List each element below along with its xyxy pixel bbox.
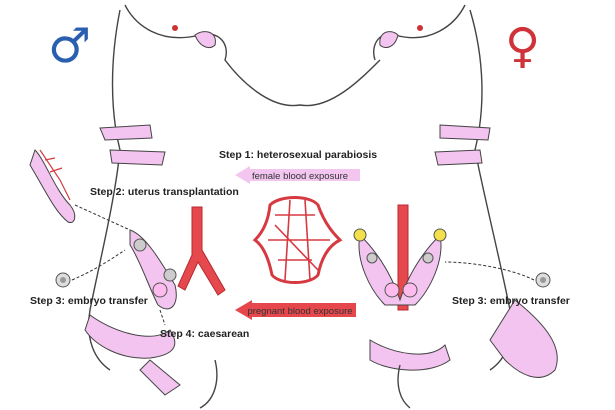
female-uterus xyxy=(353,204,447,311)
step3-left-label: Step 3: embryo transfer xyxy=(30,295,148,307)
placenta-network xyxy=(252,196,343,284)
male-symbol: ♂ xyxy=(48,18,91,74)
female-rat xyxy=(369,4,558,409)
pregnant-blood-arrow: pregnant blood exposure xyxy=(235,300,356,320)
step1-label: Step 1: heterosexual parabiosis xyxy=(219,149,377,161)
step3-right-label: Step 3: embryo transfer xyxy=(452,295,570,307)
aorta-vessel xyxy=(177,206,226,296)
embryo-right xyxy=(444,261,551,288)
caesarean-arrow xyxy=(159,309,166,326)
female-symbol: ♀ xyxy=(505,18,540,74)
transplanted-uterus xyxy=(129,229,177,310)
transplant-arrow xyxy=(74,204,131,231)
donor-uterus xyxy=(29,149,76,224)
male-rat xyxy=(84,4,381,409)
step4-label: Step 4: caesarean xyxy=(160,328,249,340)
embryo-left xyxy=(55,249,126,288)
female-blood-arrow: female blood exposure xyxy=(235,166,360,184)
female-blood-label: female blood exposure xyxy=(252,171,348,182)
pregnant-blood-label: pregnant blood exposure xyxy=(247,306,352,317)
step2-label: Step 2: uterus transplantation xyxy=(90,186,239,198)
